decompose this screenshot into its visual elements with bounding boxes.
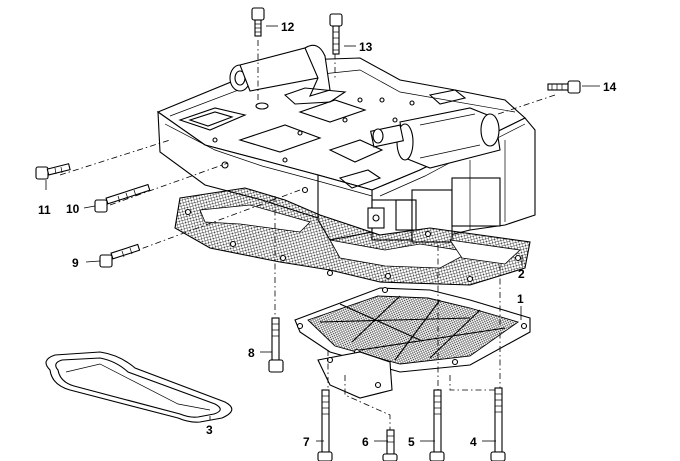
callout-2: 2 [518,267,525,281]
bolt-12 [251,7,269,110]
callout-1: 1 [517,292,524,306]
pan-seal-ring [45,351,233,423]
callout-8: 8 [248,346,255,360]
callout-9: 9 [72,256,79,270]
bolt-11 [35,163,71,180]
alignment-lines [59,40,556,440]
valve-body [156,44,536,243]
callout-12: 12 [281,20,295,34]
callout-7: 7 [303,435,310,449]
bolt-8 [268,317,284,373]
callout-14: 14 [603,80,617,94]
solenoid [370,107,501,169]
bolt-6 [382,429,398,461]
bolt-5 [429,389,445,461]
callout-13: 13 [359,40,373,54]
callout-6: 6 [362,435,369,449]
callout-4: 4 [470,435,477,449]
oil-strainer [294,286,531,399]
gasket-holes [184,208,522,283]
callout-11: 11 [38,203,51,217]
bolt-7 [317,389,333,461]
bolt-13 [329,13,343,55]
callout-labels: 12 13 14 11 10 9 8 7 6 5 4 1 2 3 [38,20,617,449]
leader-lines [45,25,600,442]
bolt-10 [94,183,151,213]
callout-5: 5 [408,435,415,449]
connector [367,199,417,231]
body-holes [212,97,415,194]
callout-3: 3 [206,423,213,437]
bolt-14 [547,80,581,94]
callout-10: 10 [66,202,80,216]
pipe-fitting [229,44,347,105]
bolt-4 [490,387,506,461]
gasket-upper [174,187,531,286]
bolt-9 [99,243,141,268]
